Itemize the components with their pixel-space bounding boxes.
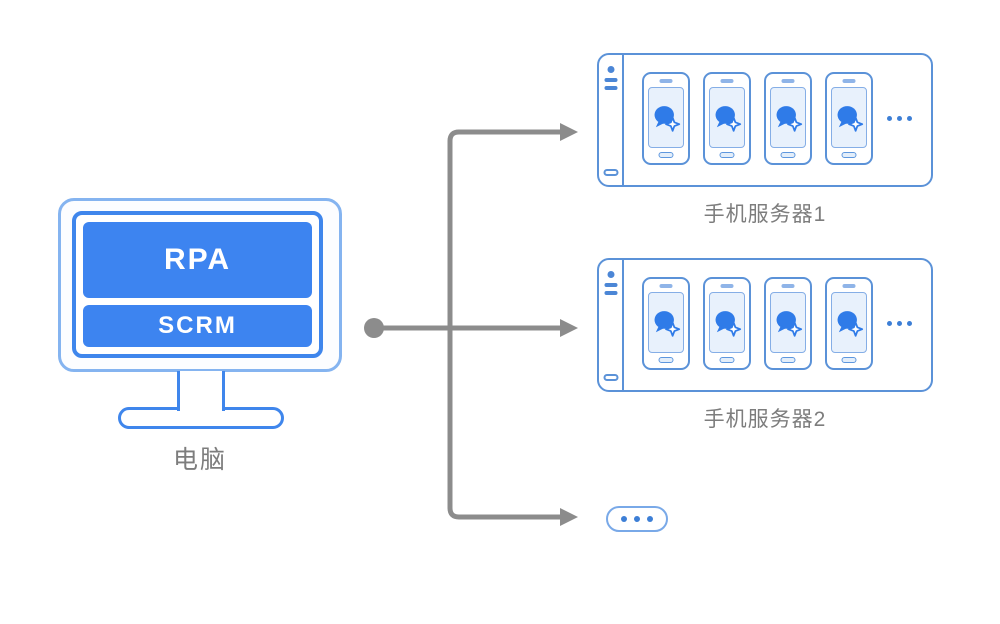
scrm-block: SCRM	[83, 305, 312, 347]
panel-port-icon	[603, 169, 618, 176]
phone	[703, 277, 751, 370]
server-1-caption: 手机服务器1	[703, 203, 827, 226]
phone	[825, 277, 873, 370]
panel-port-icon	[603, 374, 618, 381]
phone-home-button	[658, 152, 674, 158]
phones-row	[642, 72, 873, 165]
phone-speaker	[781, 79, 795, 83]
phone-speaker	[659, 284, 673, 288]
chat-bubble-sparkle-icon	[776, 105, 803, 132]
power-led-icon	[607, 271, 614, 278]
chat-bubble-sparkle-icon	[654, 310, 681, 337]
arrowhead-bottom	[560, 508, 578, 526]
phone-screen	[831, 292, 867, 353]
phone	[703, 72, 751, 165]
phone-speaker	[781, 284, 795, 288]
ellipsis-dot-icon	[647, 516, 653, 522]
phone	[764, 72, 812, 165]
chat-bubble-sparkle-icon	[715, 105, 742, 132]
phone-speaker	[720, 284, 734, 288]
phone-screen	[831, 87, 867, 148]
chat-bubble-sparkle-icon	[654, 105, 681, 132]
phone	[642, 72, 690, 165]
phone-screen	[709, 87, 745, 148]
phones-row	[642, 277, 873, 370]
status-bar-icon	[604, 86, 617, 90]
server-2-caption: 手机服务器2	[703, 408, 827, 431]
more-servers-ellipsis-pill	[606, 506, 668, 532]
status-bar-icon	[604, 291, 617, 295]
phone-home-button	[658, 357, 674, 363]
phone-home-button	[719, 152, 735, 158]
phone-home-button	[841, 152, 857, 158]
arrowhead-middle	[560, 319, 578, 337]
phone-server-1	[597, 53, 933, 187]
phone-home-button	[719, 357, 735, 363]
status-bar-icon	[604, 283, 617, 287]
phone-speaker	[659, 79, 673, 83]
phone	[642, 277, 690, 370]
phone-speaker	[842, 284, 856, 288]
connector-top-line	[447, 129, 562, 328]
phone-screen	[770, 87, 806, 148]
status-bar-icon	[604, 78, 617, 82]
power-led-icon	[607, 66, 614, 73]
server-side-panel	[599, 260, 624, 390]
phone-home-button	[780, 357, 796, 363]
more-phones-ellipsis-icon	[887, 116, 912, 121]
chat-bubble-sparkle-icon	[715, 310, 742, 337]
chat-bubble-sparkle-icon	[837, 105, 864, 132]
phone-screen	[648, 292, 684, 353]
phone-screen	[770, 292, 806, 353]
phone-server-2	[597, 258, 933, 392]
computer-caption: 电脑	[172, 446, 227, 474]
arrowhead-top	[560, 123, 578, 141]
phone-home-button	[841, 357, 857, 363]
phone-speaker	[842, 79, 856, 83]
chat-bubble-sparkle-icon	[837, 310, 864, 337]
phone-screen	[648, 87, 684, 148]
more-phones-ellipsis-icon	[887, 321, 912, 326]
phone-home-button	[780, 152, 796, 158]
phone-screen	[709, 292, 745, 353]
server-side-panel	[599, 55, 624, 185]
phone	[825, 72, 873, 165]
ellipsis-dot-icon	[634, 516, 640, 522]
computer-monitor-screen: RPA SCRM	[72, 211, 323, 358]
rpa-block: RPA	[83, 222, 312, 298]
chat-bubble-sparkle-icon	[776, 310, 803, 337]
ellipsis-dot-icon	[621, 516, 627, 522]
phone-speaker	[720, 79, 734, 83]
phone	[764, 277, 812, 370]
connector-start-dot	[364, 318, 384, 338]
connector-bottom-line	[447, 328, 562, 520]
monitor-stand-neck	[177, 371, 225, 411]
